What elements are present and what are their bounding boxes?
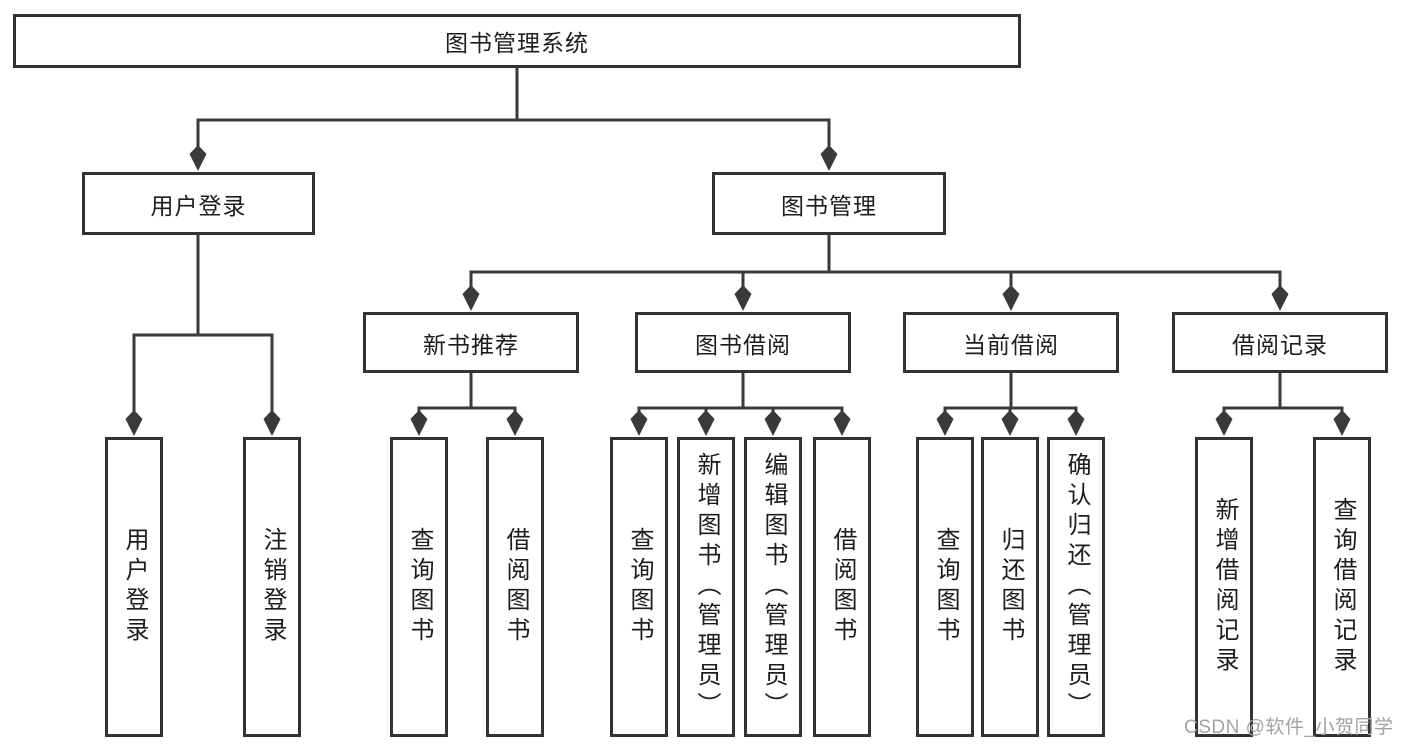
leaf-borrow-query-books: 查询图书 (610, 437, 668, 737)
leaf-user-login: 用户登录 (105, 437, 163, 737)
node-new-book-recommend: 新书推荐 (363, 312, 579, 373)
leaf-newbook-query-books-label: 查询图书 (406, 527, 433, 647)
leaf-current-return-books-label: 归还图书 (997, 527, 1024, 647)
arrowhead-down-icon (630, 410, 648, 436)
node-borrow-records-label: 借阅记录 (1232, 331, 1328, 358)
arrowhead-down-icon (1215, 410, 1233, 436)
node-book-management: 图书管理 (712, 172, 946, 235)
leaf-logout-label: 注销登录 (259, 527, 286, 647)
arrowhead-down-icon (1333, 410, 1351, 436)
arrowhead-down-icon (410, 410, 428, 436)
leaf-borrow-borrow-books: 借阅图书 (813, 437, 871, 737)
arrowhead-down-icon (820, 145, 838, 171)
node-root: 图书管理系统 (13, 14, 1021, 68)
leaf-newbook-query-books: 查询图书 (390, 437, 448, 737)
leaf-records-query-record: 查询借阅记录 (1313, 437, 1371, 737)
node-user-login: 用户登录 (82, 172, 315, 235)
node-borrow-records: 借阅记录 (1172, 312, 1388, 373)
node-book-borrow-label: 图书借阅 (695, 331, 791, 358)
arrowhead-down-icon (936, 410, 954, 436)
arrowhead-down-icon (1002, 285, 1020, 311)
arrowhead-down-icon (1001, 410, 1019, 436)
leaf-borrow-query-books-label: 查询图书 (626, 527, 653, 647)
csdn-watermark: CSDN @软件_小贺同学 (1184, 717, 1394, 738)
connector-borrow-records-to-leaves (1222, 372, 1344, 415)
arrowhead-down-icon (764, 410, 782, 436)
connector-new-book-to-leaves (417, 372, 517, 415)
leaf-current-confirm-return-admin-label: 确认归还（管理员） (1063, 452, 1090, 722)
arrowhead-down-icon (734, 285, 752, 311)
leaf-current-return-books: 归还图书 (981, 437, 1039, 737)
arrowhead-down-icon (1271, 285, 1289, 311)
leaf-borrow-borrow-books-label: 借阅图书 (829, 527, 856, 647)
leaf-current-query-books: 查询图书 (916, 437, 974, 737)
leaf-borrow-edit-books-admin: 编辑图书（管理员） (744, 437, 802, 737)
leaf-logout: 注销登录 (243, 437, 301, 737)
arrowheads (125, 145, 1351, 436)
arrowhead-down-icon (697, 410, 715, 436)
connector-current-borrow-to-leaves (943, 372, 1078, 415)
leaf-newbook-borrow-books-label: 借阅图书 (502, 527, 529, 647)
connector-user-login-to-leaves (132, 235, 274, 414)
leaf-records-query-record-label: 查询借阅记录 (1329, 497, 1356, 677)
arrowhead-down-icon (125, 410, 143, 436)
node-user-login-label: 用户登录 (150, 192, 247, 219)
node-book-borrow: 图书借阅 (635, 312, 851, 373)
leaf-newbook-borrow-books: 借阅图书 (486, 437, 544, 737)
leaf-records-add-record-label: 新增借阅记录 (1211, 497, 1238, 677)
leaf-current-query-books-label: 查询图书 (932, 527, 959, 647)
arrowhead-down-icon (506, 410, 524, 436)
leaf-borrow-edit-books-admin-label: 编辑图书（管理员） (760, 452, 787, 722)
node-book-management-label: 图书管理 (781, 192, 877, 219)
connector-book-borrow-to-leaves (637, 372, 844, 415)
arrowhead-down-icon (263, 410, 281, 436)
node-current-borrow: 当前借阅 (903, 312, 1119, 373)
leaf-records-add-record: 新增借阅记录 (1195, 437, 1253, 737)
connector-lines (132, 68, 1344, 415)
arrowhead-down-icon (833, 410, 851, 436)
leaf-borrow-add-books-admin: 新增图书（管理员） (677, 437, 735, 737)
leaf-current-confirm-return-admin: 确认归还（管理员） (1047, 437, 1105, 737)
arrowhead-down-icon (1067, 410, 1085, 436)
leaf-borrow-add-books-admin-label: 新增图书（管理员） (693, 452, 720, 722)
arrowhead-down-icon (462, 285, 480, 311)
leaf-user-login-label: 用户登录 (121, 527, 148, 647)
node-current-borrow-label: 当前借阅 (963, 331, 1059, 358)
connector-book-mgmt-to-level3 (469, 235, 1282, 290)
arrowhead-down-icon (189, 145, 207, 171)
node-root-label: 图书管理系统 (445, 30, 589, 56)
node-new-book-recommend-label: 新书推荐 (423, 331, 519, 358)
connector-root-to-level2 (196, 68, 831, 147)
